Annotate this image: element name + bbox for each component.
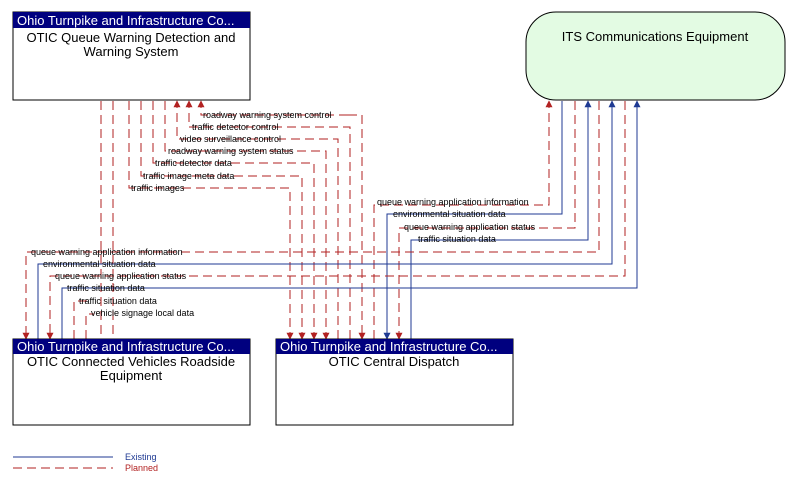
- flow-line-f17[interactable]: [85, 313, 94, 339]
- flow-line-f10[interactable]: [395, 101, 576, 340]
- flow-label-f6: traffic image meta data: [143, 171, 234, 181]
- element-central-dispatch[interactable]: Ohio Turnpike and Infrastructure Co... O…: [275, 338, 514, 426]
- flow-label-f5: traffic detector data: [155, 158, 232, 168]
- flow-line-f16[interactable]: [73, 300, 92, 339]
- flow-line-f6[interactable]: [140, 101, 306, 340]
- flow-label-f7: traffic images: [131, 183, 185, 193]
- element-name-line-2: Equipment: [100, 368, 163, 383]
- element-roadside-equipment[interactable]: Ohio Turnpike and Infrastructure Co... O…: [12, 338, 251, 426]
- element-queue-warning[interactable]: Ohio Turnpike and Infrastructure Co... O…: [12, 11, 251, 101]
- flow-line-f14[interactable]: [46, 101, 626, 340]
- flow-label-f8: queue warning application information: [377, 197, 529, 207]
- flow-line-f2[interactable]: [185, 100, 351, 339]
- flow-line-f8[interactable]: [373, 100, 553, 339]
- flow-label-f1: roadway warning system control: [203, 110, 332, 120]
- element-header: Ohio Turnpike and Infrastructure Co...: [280, 339, 498, 354]
- flow-line-f15[interactable]: [61, 100, 641, 339]
- element-its-communications[interactable]: ITS Communications Equipment: [525, 11, 786, 101]
- flow-label-f2: traffic detector control: [192, 122, 278, 132]
- flow-line-f4[interactable]: [164, 101, 330, 340]
- flow-label-f9: environmental situation data: [393, 209, 506, 219]
- element-header-bar: [13, 339, 250, 354]
- element-header-bar: [13, 12, 250, 28]
- element-name-line-1: OTIC Connected Vehicles Roadside: [27, 354, 235, 369]
- element-header-bar: [276, 339, 513, 354]
- flow-line-f12[interactable]: [22, 101, 600, 340]
- flow-label-f10: queue warning application status: [404, 222, 536, 232]
- flow-line-f9[interactable]: [383, 101, 563, 340]
- flow-line-f3[interactable]: [173, 100, 339, 339]
- flow-label-f17: vehicle signage local data: [91, 308, 194, 318]
- flow-label-f15: traffic situation data: [67, 283, 145, 293]
- flow-line-f11[interactable]: [410, 100, 592, 339]
- element-name-line-2: Warning System: [84, 44, 179, 59]
- flow-label-f13: environmental situation data: [43, 259, 156, 269]
- flow-label-f12: queue warning application information: [31, 247, 183, 257]
- flow-label-f16: traffic situation data: [79, 296, 157, 306]
- element-header: Ohio Turnpike and Infrastructure Co...: [17, 339, 235, 354]
- flow-label-f14: queue warning application status: [55, 271, 187, 281]
- flow-label-f11: traffic situation data: [418, 234, 496, 244]
- flow-label-f3: video surveillance control: [180, 134, 281, 144]
- legend-planned-label: Planned: [125, 463, 158, 473]
- element-name-line-1: ITS Communications Equipment: [562, 29, 749, 44]
- flow-label-f4: roadway warning system status: [168, 146, 294, 156]
- legend-existing-label: Existing: [125, 452, 157, 462]
- flow-line-f13[interactable]: [37, 100, 616, 339]
- flow-line-f1-src: [197, 100, 348, 116]
- legend: Existing Planned: [13, 452, 158, 473]
- flow-line-f5[interactable]: [152, 101, 318, 340]
- element-name-line-1: OTIC Queue Warning Detection and: [26, 30, 235, 45]
- element-header: Ohio Turnpike and Infrastructure Co...: [17, 13, 235, 28]
- element-name-line-1: OTIC Central Dispatch: [329, 354, 460, 369]
- flow-line-f1[interactable]: [348, 114, 366, 340]
